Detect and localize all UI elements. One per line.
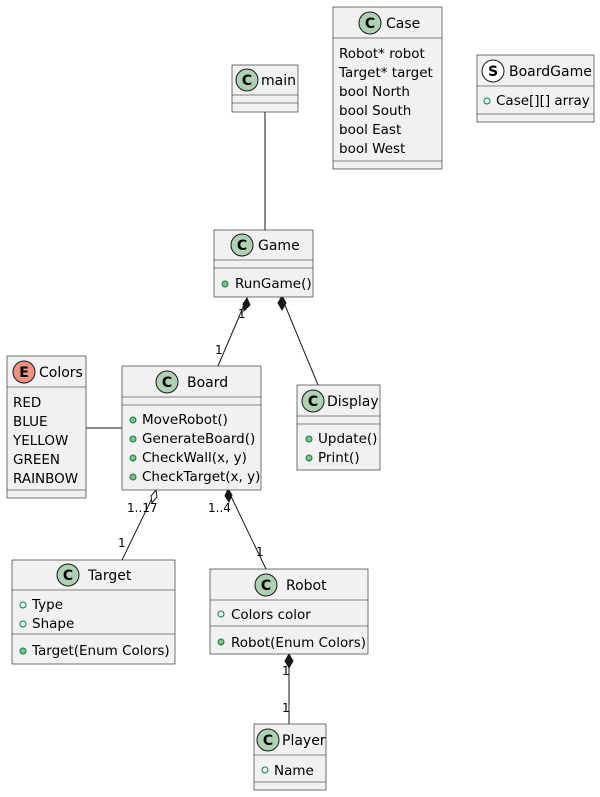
class-stereotype-icon (254, 573, 278, 597)
method: RunGame() (235, 276, 312, 292)
class-board[interactable]: C Board MoveRobot() GenerateBoard() Chec… (121, 365, 262, 491)
public-visibility-icon (129, 473, 137, 481)
public-visibility-icon (19, 620, 27, 628)
method: Update() (318, 431, 377, 447)
public-visibility-icon (305, 454, 313, 462)
edge-game-board (217, 297, 248, 367)
composition-diamond-board-robot (224, 487, 233, 504)
class-player[interactable]: C Player Name (253, 723, 327, 791)
composition-diamond-game-display (277, 294, 287, 312)
class-name: Game (258, 238, 300, 254)
public-visibility-icon (221, 280, 229, 288)
class-name: Target (87, 568, 132, 584)
enum-value: RED (13, 395, 41, 411)
mult-board-target-target: 1 (118, 536, 126, 550)
stereotype-letter: C (242, 73, 252, 89)
class-name: Player (282, 733, 326, 749)
composition-diamond-game-board (242, 296, 251, 313)
public-visibility-icon (19, 647, 27, 655)
method: MoveRobot() (142, 412, 228, 428)
public-visibility-icon (129, 454, 137, 462)
attribute: Type (31, 597, 63, 613)
class-stereotype-icon (301, 389, 325, 413)
public-visibility-icon (217, 638, 225, 646)
stereotype-letter: C (162, 375, 172, 391)
stereotype-letter: C (308, 394, 318, 410)
public-visibility-icon (129, 435, 137, 443)
attribute: bool West (339, 141, 405, 157)
mult-robot-player-robot: 1 (282, 664, 290, 678)
method: GenerateBoard() (142, 431, 255, 447)
method: Target(Enum Colors) (31, 643, 170, 659)
class-name: Robot (286, 578, 327, 594)
class-name: Case (386, 16, 420, 32)
enum-value: RAINBOW (13, 471, 78, 487)
struct-stereotype-icon (481, 59, 505, 83)
class-stereotype-icon (56, 563, 80, 587)
attribute: bool North (339, 84, 410, 100)
enum-stereotype-icon (12, 360, 36, 384)
class-robot[interactable]: C Robot Colors color Robot(Enum Colors) (209, 568, 369, 655)
public-visibility-icon (129, 416, 137, 424)
attribute: Colors color (231, 607, 311, 623)
edges (86, 112, 319, 724)
mult-game-board-board: 1 (215, 343, 223, 357)
class-stereotype-icon (256, 728, 280, 752)
public-visibility-icon (261, 766, 269, 774)
aggregation-diamond-board-target (150, 488, 158, 505)
enum-value: GREEN (13, 452, 60, 468)
stereotype-letter: C (365, 16, 375, 32)
composition-diamond-robot-player (284, 652, 294, 670)
edge-board-robot (227, 489, 267, 570)
stereotype-letter: C (263, 733, 273, 749)
public-visibility-icon (217, 610, 225, 618)
mult-board-target-board: 1..17 (127, 501, 158, 515)
attribute: Shape (32, 616, 74, 632)
enum-value: YELLOW (12, 433, 68, 449)
enum-value: BLUE (13, 414, 48, 430)
stereotype-letter: S (488, 64, 498, 80)
attribute: bool East (339, 122, 401, 138)
struct-boardgame[interactable]: S BoardGame Case[][] array (476, 54, 595, 123)
class-case[interactable]: C Case Robot* robot Target* target bool … (332, 6, 443, 170)
mult-robot-player-player: 1 (282, 701, 290, 715)
stereotype-letter: C (261, 578, 271, 594)
attribute: Target* target (338, 65, 433, 81)
class-name: Display (327, 394, 379, 410)
stereotype-letter: C (63, 568, 73, 584)
method: CheckTarget(x, y) (142, 469, 260, 485)
multiplicities: 1 1 1..17 1 1..4 1 1 1 (118, 307, 290, 715)
edge-board-target (121, 489, 157, 561)
class-name: main (261, 73, 296, 89)
method: Robot(Enum Colors) (231, 635, 366, 651)
method: CheckWall(x, y) (142, 450, 247, 466)
attribute: Name (274, 763, 314, 779)
class-stereotype-icon (358, 11, 382, 35)
attribute: Robot* robot (339, 46, 425, 62)
attribute: Case[][] array (496, 93, 590, 109)
class-game[interactable]: C Game RunGame() (213, 229, 314, 298)
method: Print() (318, 450, 360, 466)
class-name: BoardGame (509, 64, 592, 80)
class-stereotype-icon (230, 233, 254, 257)
class-main[interactable]: C main (231, 64, 299, 113)
public-visibility-icon (19, 601, 27, 609)
enum-colors[interactable]: E Colors RED BLUE YELLOW GREEN RAINBOW (6, 355, 87, 499)
class-name: Board (187, 375, 228, 391)
mult-board-robot-board: 1..4 (208, 501, 231, 515)
class-name: Colors (39, 365, 83, 381)
class-stereotype-icon (155, 370, 179, 394)
class-display[interactable]: C Display Update() Print() (296, 384, 381, 471)
stereotype-letter: C (237, 238, 247, 254)
mult-board-robot-robot: 1 (256, 545, 264, 559)
class-target[interactable]: C Target Type Shape Target(Enum Colors) (11, 559, 176, 665)
edge-game-display (281, 297, 319, 386)
mult-game-board-game: 1 (238, 307, 246, 321)
stereotype-letter: E (19, 365, 29, 381)
public-visibility-icon (305, 435, 313, 443)
class-stereotype-icon (235, 68, 259, 92)
public-visibility-icon (483, 97, 491, 105)
attribute: bool South (339, 103, 411, 119)
